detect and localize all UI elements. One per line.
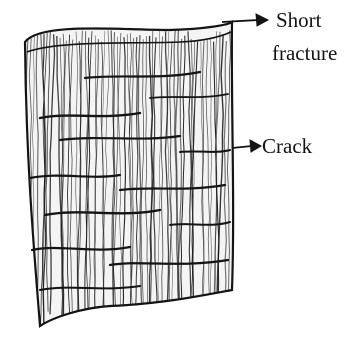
crack-arrow-line (232, 146, 252, 148)
short-fracture-label-line2: fracture (272, 41, 337, 65)
crack-label: Crack (262, 134, 312, 158)
body-outline (25, 22, 233, 326)
short-fracture-label-line1: Short (276, 8, 322, 32)
short-fracture-arrow-line (222, 20, 258, 22)
short-fracture-arrow-head (256, 14, 268, 26)
crack-arrow-head (250, 140, 261, 152)
